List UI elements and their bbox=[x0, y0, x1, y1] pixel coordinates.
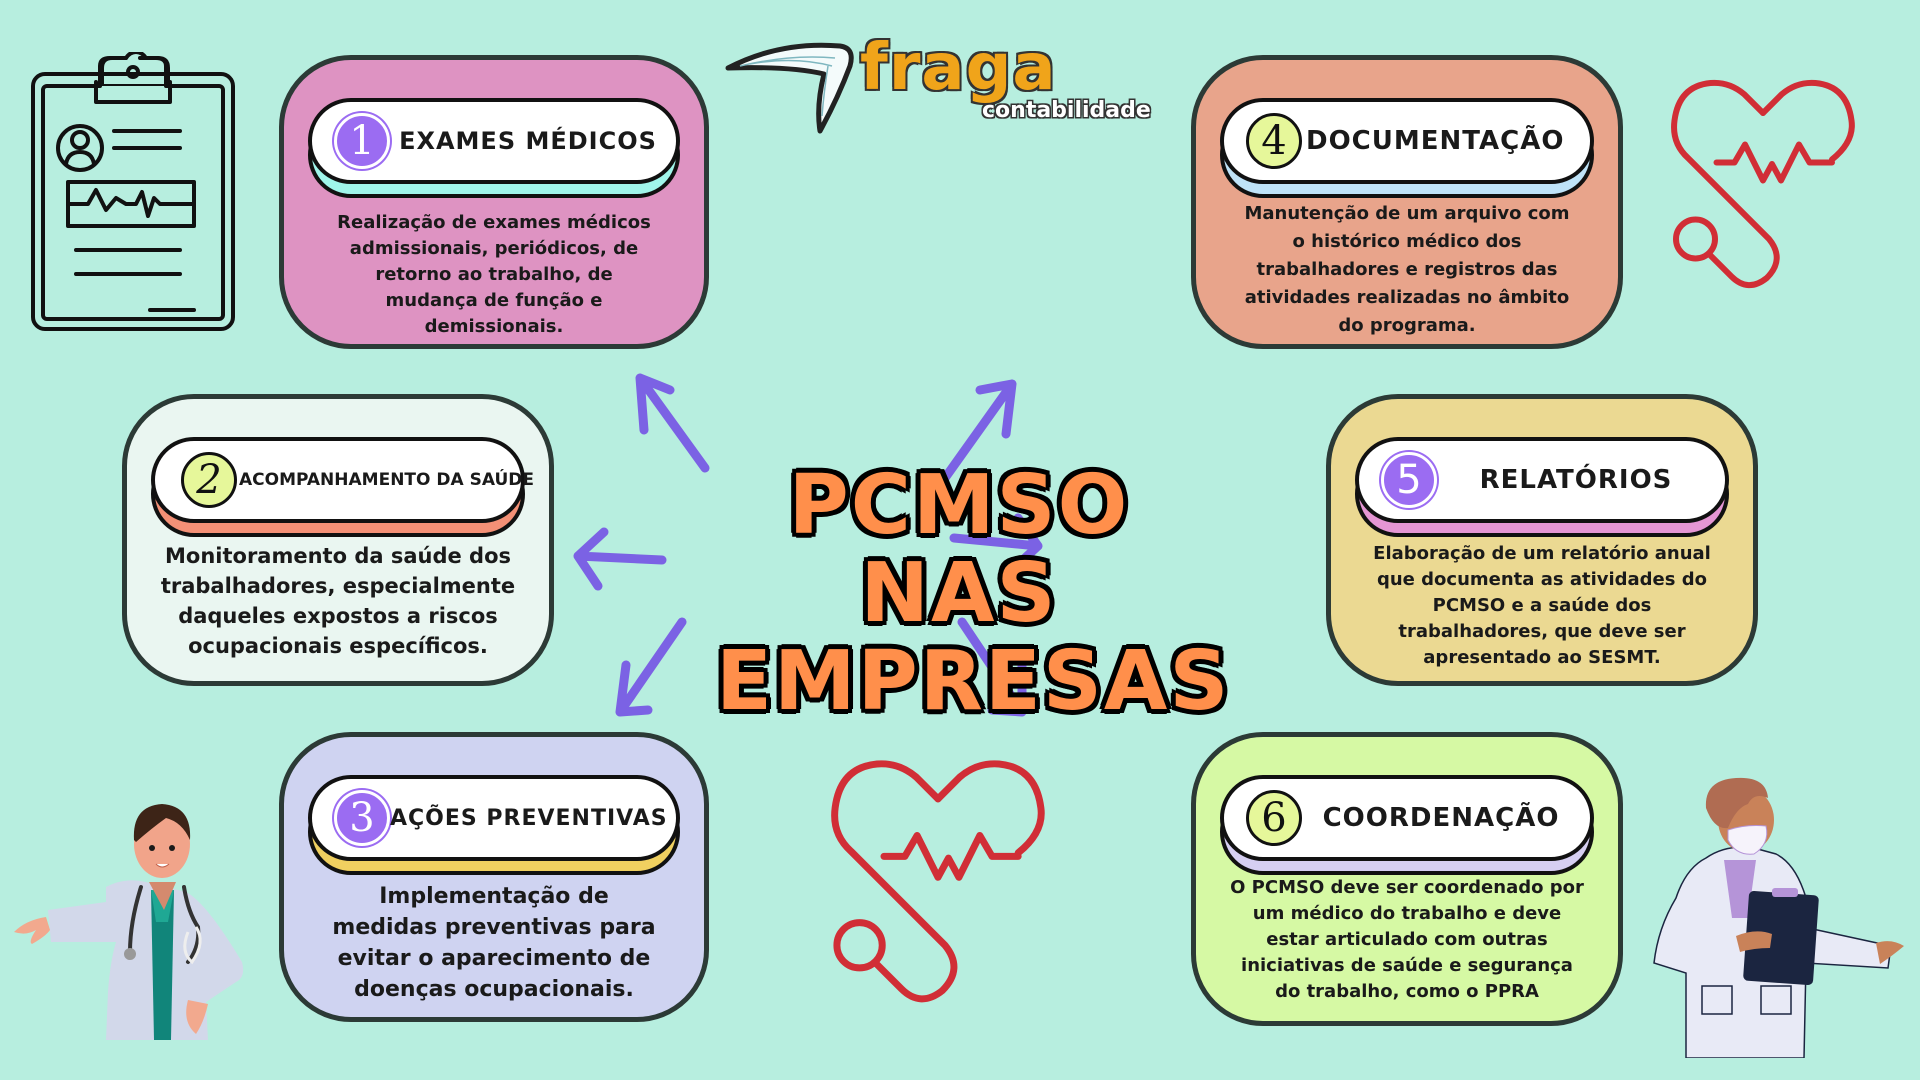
company-logo: fraga contabilidade bbox=[720, 28, 1160, 138]
number-badge-5: 5 bbox=[1381, 452, 1437, 508]
card-description: Realização de exames médicos admissionai… bbox=[337, 212, 651, 337]
card-relatorios: 5 RELATÓRIOS Elaboração de um relatório … bbox=[1326, 394, 1758, 686]
card-description: O PCMSO deve ser coordenado por um médic… bbox=[1230, 877, 1584, 1002]
card-description: Manutenção de um arquivo com o histórico… bbox=[1244, 203, 1570, 336]
card-title: COORDENAÇÃO bbox=[1322, 803, 1560, 833]
card-title: RELATÓRIOS bbox=[1479, 465, 1673, 495]
heart-stethoscope-icon bbox=[1671, 79, 1855, 289]
number-badge-2: 2 bbox=[181, 452, 237, 508]
main-title: PCMSO NAS EMPRESAS bbox=[715, 458, 1231, 729]
main-title-line2: EMPRESAS bbox=[715, 634, 1231, 729]
arrows-diagram bbox=[573, 373, 1043, 717]
main-title-line1: PCMSO NAS bbox=[787, 458, 1130, 641]
arrow-to-card-1 bbox=[635, 373, 710, 473]
number-badge-6: 6 bbox=[1246, 790, 1302, 846]
card-header: 2 ACOMPANHAMENTO DA SAÚDE bbox=[151, 437, 534, 537]
card-title: ACOMPANHAMENTO DA SAÚDE bbox=[239, 470, 534, 490]
heart-stethoscope-icon-2 bbox=[831, 760, 1045, 1003]
card-header: 5 RELATÓRIOS bbox=[1355, 437, 1729, 537]
card-coordenacao: 6 COORDENAÇÃO O PCMSO deve ser coordenad… bbox=[1191, 732, 1623, 1026]
arrow-to-card-2 bbox=[573, 527, 667, 591]
card-description: Monitoramento da saúde dos trabalhadores… bbox=[160, 544, 516, 658]
card-header: 3 AÇÕES PREVENTIVAS bbox=[308, 775, 680, 875]
clipboard-icon bbox=[31, 52, 235, 331]
card-description: Implementação de medidas preventivas par… bbox=[332, 884, 656, 1002]
arrow-to-card-3 bbox=[615, 617, 687, 717]
doctor-woman-illustration bbox=[14, 804, 244, 1040]
doctor-man-illustration bbox=[1653, 777, 1904, 1058]
card-acompanhamento-saude: 2 ACOMPANHAMENTO DA SAÚDE Monitoramento … bbox=[122, 394, 554, 686]
card-title: AÇÕES PREVENTIVAS bbox=[390, 805, 668, 831]
card-header: 4 DOCUMENTAÇÃO bbox=[1220, 98, 1594, 198]
card-title: DOCUMENTAÇÃO bbox=[1306, 126, 1565, 156]
card-description: Elaboração de um relatório anual que doc… bbox=[1373, 543, 1711, 668]
arrow-to-card-6 bbox=[957, 617, 1027, 717]
arrow-to-card-5 bbox=[949, 513, 1043, 575]
logo-brand: fraga bbox=[860, 31, 1057, 105]
card-title: EXAMES MÉDICOS bbox=[399, 127, 657, 155]
number-badge-1: 1 bbox=[334, 113, 390, 169]
card-acoes-preventivas: 3 AÇÕES PREVENTIVAS Implementação de med… bbox=[279, 732, 709, 1022]
card-documentacao: 4 DOCUMENTAÇÃO Manutenção de um arquivo … bbox=[1191, 55, 1623, 349]
arrow-to-card-4 bbox=[940, 379, 1017, 483]
number-badge-4: 4 bbox=[1246, 113, 1302, 169]
card-header: 6 COORDENAÇÃO bbox=[1220, 775, 1594, 875]
card-header: 1 EXAMES MÉDICOS bbox=[308, 98, 680, 198]
number-badge-3: 3 bbox=[334, 790, 390, 846]
logo-subtitle: contabilidade bbox=[982, 98, 1151, 123]
boomerang-logo-icon bbox=[725, 42, 854, 134]
card-exames-medicos: 1 EXAMES MÉDICOS Realização de exames mé… bbox=[279, 55, 709, 349]
